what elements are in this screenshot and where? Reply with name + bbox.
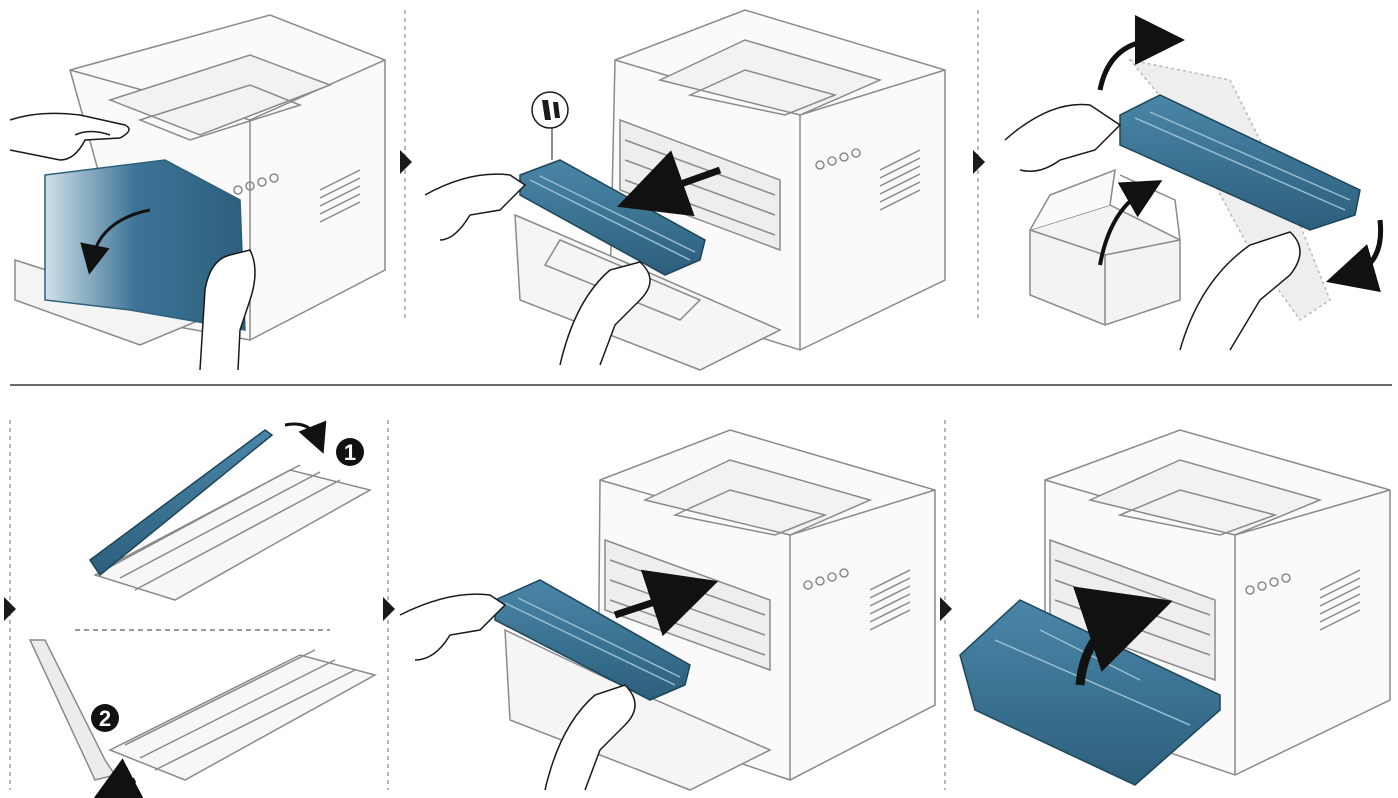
step-arrow-icon [940,597,952,621]
svg-text:2: 2 [99,706,111,731]
step-badge-1: 1 [336,438,364,466]
curved-arrow-icon [285,424,318,440]
recycle-icon [532,92,568,160]
svg-text:1: 1 [344,440,356,465]
curved-arrow-icon [1350,220,1381,275]
step-arrow-icon [973,150,985,174]
step-arrow-icon [4,597,16,621]
panel-remove-film [75,465,375,780]
step-arrow-icon [400,150,412,174]
straight-arrow-icon [112,780,135,792]
step-arrow-icon [383,597,395,621]
step-badge-2: 2 [91,704,119,732]
